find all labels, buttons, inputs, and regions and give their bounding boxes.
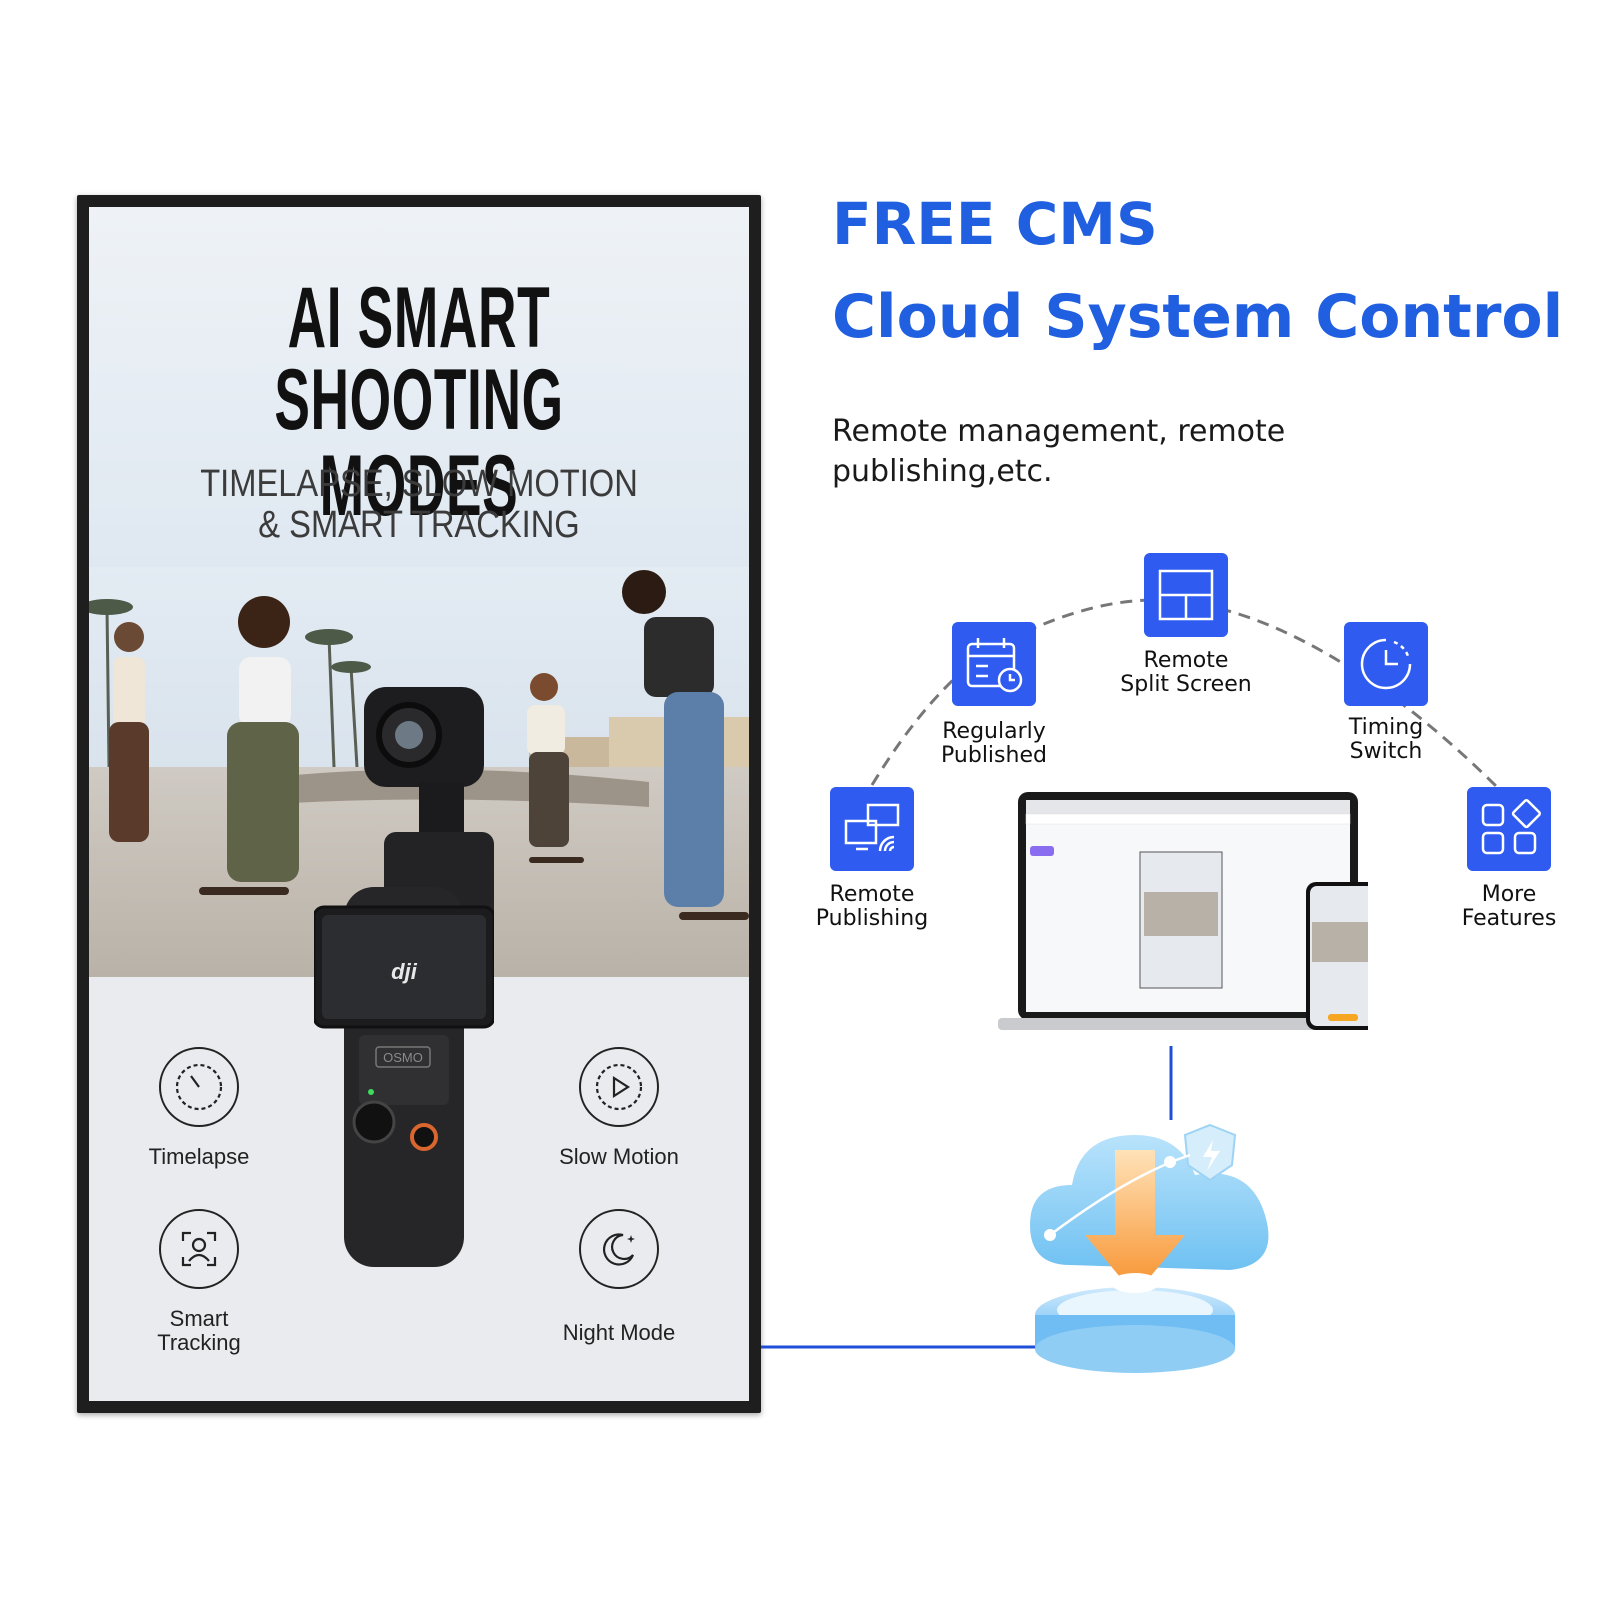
cms-description-line1: Remote management, remote [832,414,1286,449]
node-label-line1: Remote [829,882,915,907]
cms-heading-line1: FREE CMS [832,190,1158,258]
poster-subtitle-line2: & SMART TRACKING [258,504,580,546]
node-label-line2: Switch [1349,739,1423,764]
features-panel: dji OSMO Timelapse Slow Motion [89,887,749,1401]
cms-description: Remote management, remote publishing,etc… [832,412,1392,492]
cms-description-line2: publishing,etc. [832,454,1053,489]
feature-smart-tracking: Smart Tracking [109,1209,289,1355]
node-label-line1: Regularly [942,719,1046,744]
moon-stars-icon [579,1209,659,1289]
feature-label-line1: Smart [169,1306,229,1331]
feature-label-line2: Tracking [157,1330,241,1355]
feature-timelapse: Timelapse [109,1047,289,1169]
feature-slow-motion: Slow Motion [529,1047,709,1169]
split-screen-icon [1144,553,1228,637]
laptop-phone-illustration [998,792,1368,1030]
camera-brand-label: dji [391,959,418,984]
feature-label: Night Mode [562,1320,676,1345]
node-label-line2: Split Screen [1120,672,1252,697]
node-label-line1: Timing [1348,715,1424,740]
play-circle-icon [579,1047,659,1127]
poster-subtitle-line1: TIMELAPSE, SLOW MOTION [200,463,638,505]
screens-wifi-icon [830,787,914,871]
calendar-clock-icon [952,622,1036,706]
signage-display: AI SMART SHOOTING MODES TIMELAPSE, SLOW … [77,195,761,1413]
stopwatch-icon [159,1047,239,1127]
osmo-camera-body: dji OSMO [314,887,494,1267]
feature-label: Timelapse [148,1144,250,1169]
poster-title-line2: SHOOTING MODES [274,352,564,534]
camera-model-label: OSMO [383,1050,423,1065]
node-label-line1: Remote [1143,648,1229,673]
feature-night-mode: Night Mode [529,1209,709,1345]
cloud-upload-icon [1030,1123,1269,1373]
grid-shapes-icon [1467,787,1551,871]
face-tracking-icon [159,1209,239,1289]
feature-label: Smart Tracking [109,1307,289,1355]
node-label-line2: Published [941,743,1047,768]
cms-heading-line2: Cloud System Control [832,282,1564,352]
feature-label: Slow Motion [559,1144,679,1169]
display-screen: AI SMART SHOOTING MODES TIMELAPSE, SLOW … [89,207,749,1401]
node-label-line1: More [1481,882,1537,907]
node-label-line2: Features [1461,906,1557,931]
timer-icon [1344,622,1428,706]
poster-title-line1: AI SMART [287,270,551,366]
node-label-line2: Publishing [815,906,929,931]
